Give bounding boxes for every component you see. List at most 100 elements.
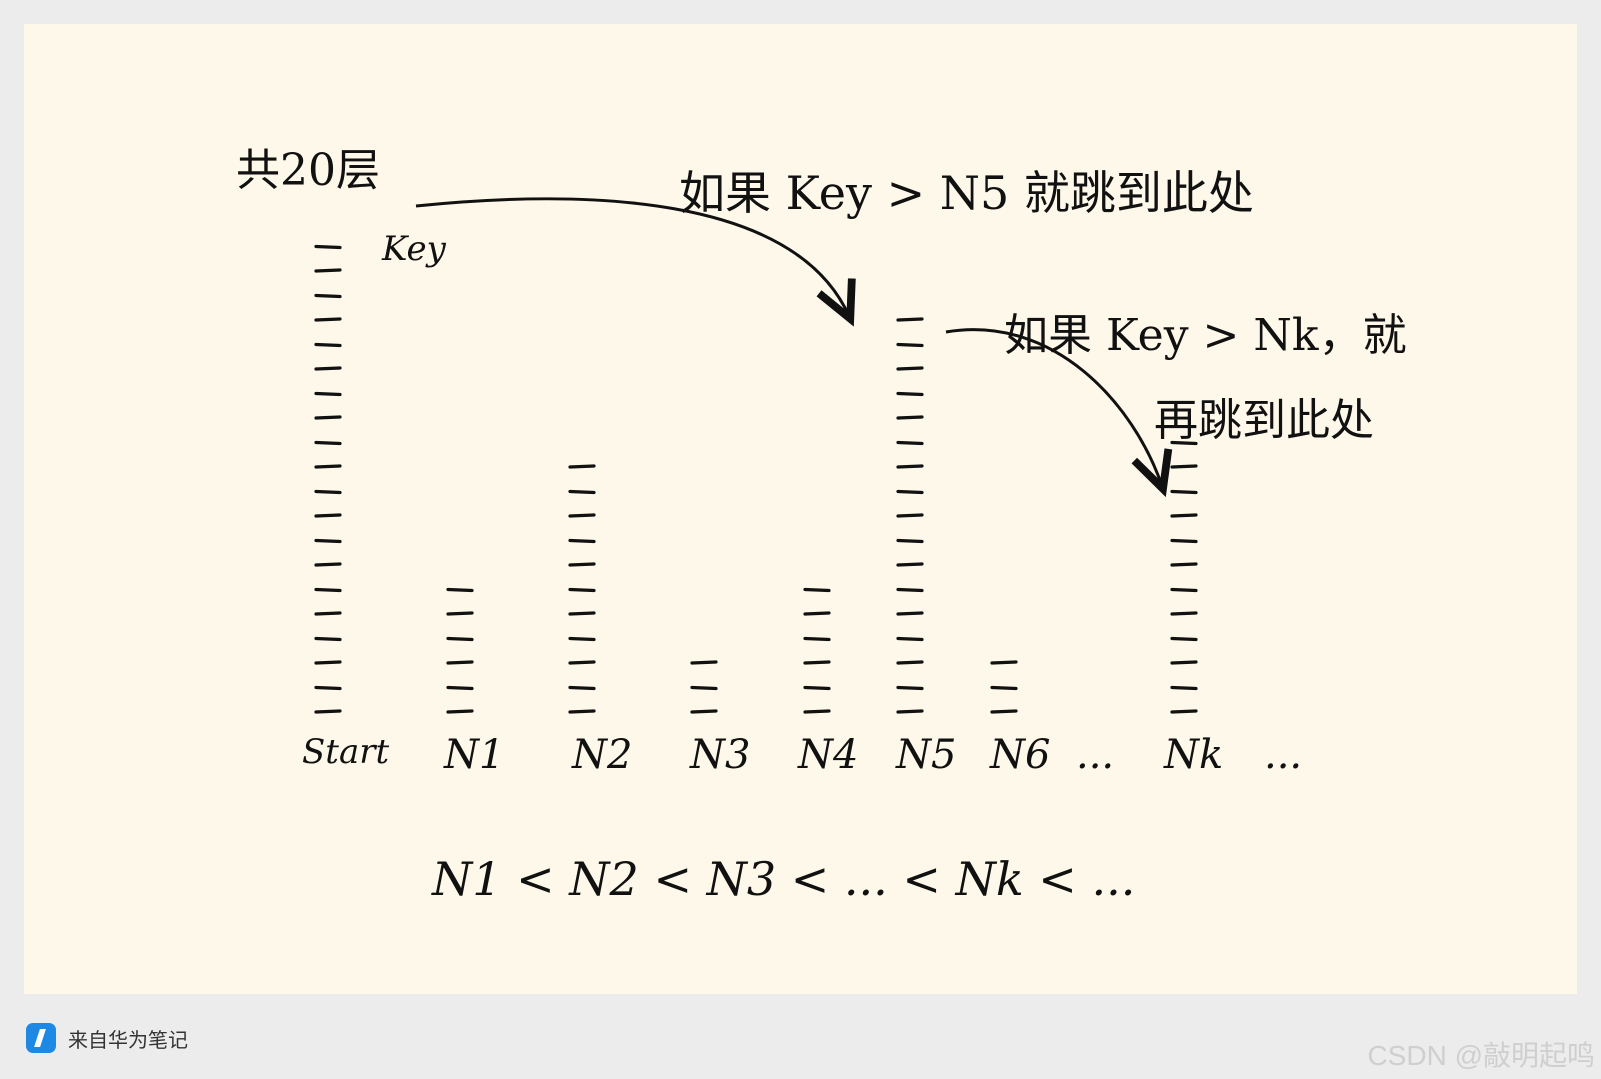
footer-bar <box>0 996 1601 1079</box>
level-mark <box>568 464 596 469</box>
level-mark <box>568 636 596 642</box>
level-mark <box>314 685 342 691</box>
column-label-start: Start <box>302 732 390 772</box>
level-mark <box>314 317 342 322</box>
level-mark <box>896 660 924 665</box>
level-mark <box>314 391 342 397</box>
level-mark <box>314 244 342 250</box>
level-mark <box>446 709 474 714</box>
level-mark <box>896 440 924 446</box>
level-mark <box>1170 709 1198 714</box>
level-mark <box>803 636 831 642</box>
skip-list-diagram <box>314 197 1198 714</box>
level-mark <box>1170 464 1198 469</box>
column-label-ellipsis: ... <box>1076 732 1115 778</box>
level-mark <box>896 366 924 371</box>
level-mark <box>568 489 596 495</box>
level-mark <box>568 660 596 665</box>
level-mark <box>690 660 718 665</box>
level-mark <box>803 685 831 691</box>
level-mark <box>990 709 1018 714</box>
level-mark <box>314 489 342 495</box>
note-source-label: 来自华为笔记 <box>68 1029 188 1052</box>
level-mark <box>568 538 596 544</box>
level-mark <box>1170 587 1198 593</box>
level-mark <box>896 489 924 495</box>
column-label-n6: N6 <box>990 732 1051 778</box>
level-mark <box>314 562 342 567</box>
level-mark <box>1170 685 1198 691</box>
level-mark <box>314 366 342 371</box>
level-mark <box>568 562 596 567</box>
column-label-nk: Nk <box>1164 732 1224 778</box>
level-mark <box>446 685 474 691</box>
level-mark <box>803 709 831 714</box>
level-mark <box>568 513 596 518</box>
level-mark <box>896 538 924 544</box>
column-label-n3: N3 <box>690 732 751 778</box>
level-mark <box>314 268 342 273</box>
level-mark <box>896 587 924 593</box>
level-mark <box>1170 538 1198 544</box>
level-mark <box>803 611 831 616</box>
level-mark <box>568 709 596 714</box>
note-source[interactable]: 来自华为笔记 <box>26 1023 188 1053</box>
level-mark <box>568 611 596 616</box>
note-canvas: 共20层 Key 如果 Key > N5 就跳到此处 如果 Key > Nk，就… <box>24 24 1577 994</box>
level-mark <box>803 660 831 665</box>
level-mark <box>896 709 924 714</box>
level-mark <box>803 587 831 593</box>
level-mark <box>896 636 924 642</box>
level-mark <box>314 587 342 593</box>
watermark: CSDN @敲明起鸣 <box>1367 1040 1595 1071</box>
level-mark <box>314 415 342 420</box>
level-mark <box>314 440 342 446</box>
level-mark <box>314 636 342 642</box>
level-mark <box>314 538 342 544</box>
level-mark <box>896 513 924 518</box>
column-label-n2: N2 <box>572 732 633 778</box>
column-label-n4: N4 <box>798 732 859 778</box>
level-mark <box>896 391 924 397</box>
level-mark <box>314 464 342 469</box>
level-mark <box>1170 611 1198 616</box>
level-mark <box>314 293 342 299</box>
level-mark <box>314 342 342 348</box>
level-mark <box>1170 636 1198 642</box>
level-mark <box>896 317 924 322</box>
level-mark <box>896 464 924 469</box>
jump-arrow-to-nk <box>945 328 1173 498</box>
column-label-ellipsis: ... <box>1264 732 1303 778</box>
level-mark <box>1170 513 1198 518</box>
level-mark <box>1170 489 1198 495</box>
level-mark <box>896 685 924 691</box>
jump-note-n5: 如果 Key > N5 就跳到此处 <box>679 166 1254 220</box>
level-mark <box>1170 660 1198 665</box>
jump-arrow-to-n5 <box>415 197 856 327</box>
huawei-notes-icon <box>26 1023 56 1053</box>
column-label-n5: N5 <box>896 732 957 778</box>
level-mark <box>568 587 596 593</box>
level-mark <box>690 685 718 691</box>
level-mark <box>314 709 342 714</box>
level-mark <box>314 660 342 665</box>
level-mark <box>896 562 924 567</box>
jump-note-nk-line2: 再跳到此处 <box>1154 395 1374 446</box>
level-mark <box>896 415 924 420</box>
level-mark <box>446 611 474 616</box>
level-mark <box>1170 562 1198 567</box>
key-label: Key <box>382 229 446 269</box>
column-label-n1: N1 <box>444 732 505 778</box>
level-mark <box>990 685 1018 691</box>
total-layers-label: 共20层 <box>236 145 380 196</box>
ordering-relation: N1 < N2 < N3 < ... < Nk < ... <box>432 852 1136 906</box>
jump-note-nk-line1: 如果 Key > Nk，就 <box>1004 310 1407 361</box>
level-mark <box>446 587 474 593</box>
level-mark <box>896 611 924 616</box>
level-mark <box>568 685 596 691</box>
level-mark <box>314 513 342 518</box>
level-mark <box>446 636 474 642</box>
level-mark <box>314 611 342 616</box>
level-mark <box>690 709 718 714</box>
level-mark <box>990 660 1018 665</box>
